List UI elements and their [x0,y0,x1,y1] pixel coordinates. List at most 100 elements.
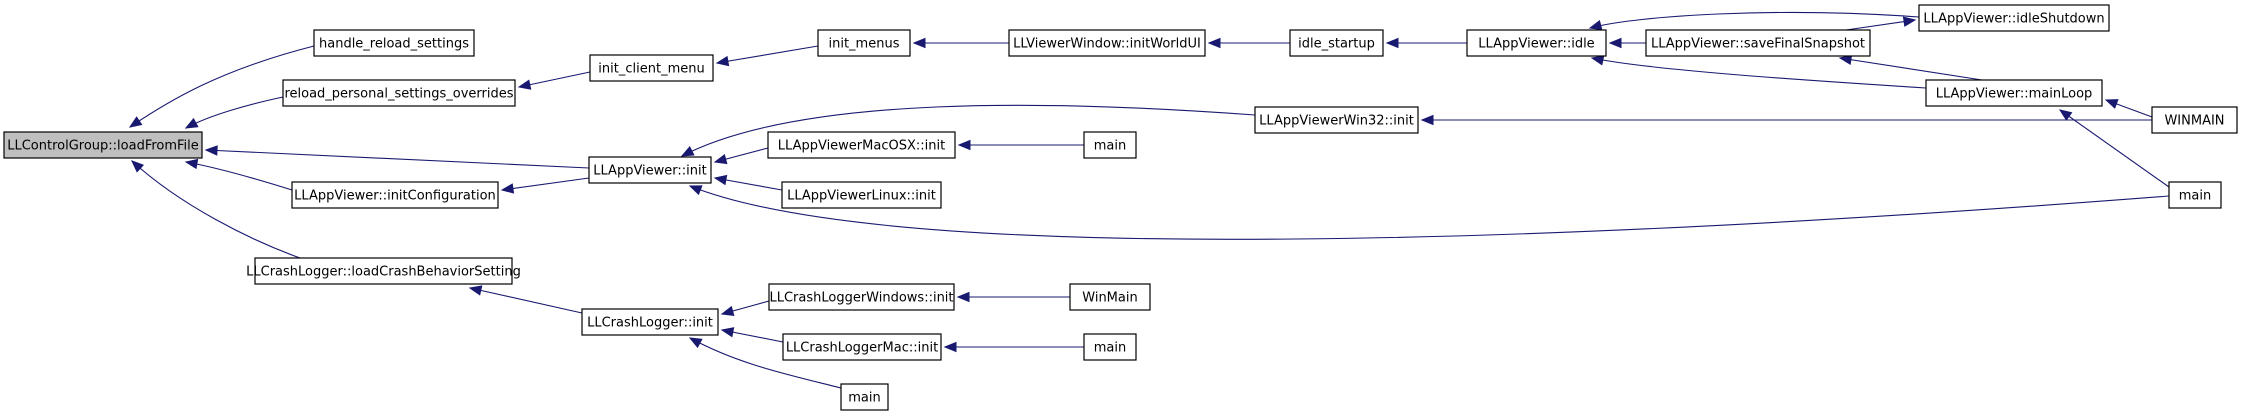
node-app-idle[interactable]: LLAppViewer::idle [1466,29,1607,57]
edge-win32_init-to-app_init [681,104,1256,157]
node-label: WinMain [1082,291,1137,306]
edge-main_right-to-app_init [689,185,2170,240]
node-box [588,156,712,184]
node-init-client-menu[interactable]: init_client_menu [589,54,714,82]
node-box [1918,4,2110,32]
edge-arrowhead-winmain_caps-to-win32_init [1420,114,1434,126]
node-init-menus[interactable]: init_menus [817,29,911,57]
node-box [1083,333,1137,361]
edge-arrowhead-saveFinalSnapshot-to-app_idle [1608,37,1622,49]
node-label: LLAppViewer::saveFinalSnapshot [1651,37,1865,52]
node-mainLoop[interactable]: LLAppViewer::mainLoop [1925,79,2103,107]
node-linux-init[interactable]: LLAppViewerLinux::init [781,181,942,209]
node-label: LLCrashLogger::init [587,316,713,331]
edge-arrowhead-app_init-to-initConfiguration [500,183,515,194]
edge-arrowhead-idleShutdown-to-app_idle [1588,20,1603,31]
node-label: handle_reload_settings [319,37,469,52]
node-reload-personal[interactable]: reload_personal_settings_overrides [282,79,516,107]
node-box [2151,106,2238,134]
edge-loadCrashBehavior-to-root [131,160,301,259]
node-main-right[interactable]: main [2168,181,2222,209]
edge-arrowhead-idle_startup-to-initWorldUI [1207,37,1221,49]
edge-crash_init-to-loadCrashBehavior [469,287,583,314]
node-label: LLAppViewer::mainLoop [1936,87,2093,102]
node-winmain-mixed[interactable]: WinMain [1069,283,1151,311]
node-box [1254,106,1419,134]
edge-arrowhead-app_idle-to-idle_startup [1385,37,1399,49]
node-box [3,131,203,159]
node-idle-startup[interactable]: idle_startup [1289,29,1384,57]
edge-arrowhead-handle_reload-to-root [128,116,143,128]
edge-arrowhead-linux_init-to-app_init [713,174,728,186]
edge-initConfiguration-to-root [185,161,293,191]
node-box [767,131,956,159]
node-loadCrashBehavior[interactable]: LLCrashLogger::loadCrashBehaviorSetting [246,257,521,285]
node-box [1645,29,1871,57]
edge-arrowhead-winmain_caps-to-mainLoop [2104,99,2119,109]
node-win32-init[interactable]: LLAppViewerWin32::init [1254,106,1419,134]
node-initConfiguration[interactable]: LLAppViewer::initConfiguration [291,181,499,209]
node-box [1289,29,1384,57]
node-box [1466,29,1607,57]
edge-arrowhead-main_crash-to-crash_init [688,337,703,349]
node-box [1925,79,2103,107]
edge-arrowhead-initConfiguration-to-root [184,158,199,170]
edge-idleShutdown-to-app_idle [1589,11,1920,29]
edge-handle_reload-to-root [129,45,315,128]
edge-main_right-to-mainLoop [2059,109,2170,188]
node-main-crashmac[interactable]: main [1083,333,1137,361]
node-label: main [848,391,880,406]
node-box [313,29,475,57]
node-idleShutdown[interactable]: LLAppViewer::idleShutdown [1918,4,2110,32]
edge-init_client_menu-to-reload_personal [518,71,591,88]
edge-init_menus-to-init_client_menu [716,45,819,64]
edge-arrowhead-reload_personal-to-root [184,117,199,129]
edge-main_crash-to-crash_init [689,337,842,389]
edge-arrowhead-main_right-to-mainLoop [2058,109,2073,121]
node-label: LLAppViewer::idleShutdown [1923,12,2104,27]
edge-arrowhead-loadCrashBehavior-to-root [131,160,145,173]
node-label: LLAppViewer::initConfiguration [294,189,496,204]
node-app-init[interactable]: LLAppViewer::init [588,156,712,184]
node-winmain-caps[interactable]: WINMAIN [2151,106,2238,134]
node-main-mac[interactable]: main [1083,131,1137,159]
node-saveFinalSnapshot[interactable]: LLAppViewer::saveFinalSnapshot [1645,29,1871,57]
edge-arrowhead-init_client_menu-to-reload_personal [517,79,532,90]
node-root[interactable]: LLControlGroup::loadFromFile [3,131,203,159]
node-label: LLAppViewerLinux::init [787,189,936,204]
node-label: WINMAIN [2164,114,2224,129]
node-label: LLViewerWindow::initWorldUI [1013,37,1201,52]
edge-reload_personal-to-root [185,96,284,129]
edge-arrowhead-mainLoop-to-app_idle [1590,55,1605,66]
edge-app_init-to-root [205,149,590,169]
node-crash-mac[interactable]: LLCrashLoggerMac::init [782,333,942,361]
edge-arrowhead-win32_init-to-app_init [680,146,695,157]
node-label: main [2179,189,2211,204]
edge-arrowhead-initWorldUI-to-init_menus [912,37,926,49]
node-initWorldUI[interactable]: LLViewerWindow::initWorldUI [1008,29,1206,57]
node-main-crash[interactable]: main [840,383,889,411]
node-label: LLAppViewerWin32::init [1259,114,1414,129]
node-box [840,383,889,411]
edge-arrowhead-crash_windows-to-crash_init [720,305,735,316]
node-label: LLCrashLoggerMac::init [786,341,938,356]
node-macosx-init[interactable]: LLAppViewerMacOSX::init [767,131,956,159]
node-box [1083,131,1137,159]
node-label: LLAppViewer::init [593,164,706,179]
node-box [282,79,516,107]
edge-arrowhead-init_menus-to-init_client_menu [715,55,730,67]
node-layer: LLControlGroup::loadFromFile handle_reloa… [3,4,2238,411]
node-crash-init[interactable]: LLCrashLogger::init [581,308,719,336]
node-box [254,257,513,285]
node-label: LLCrashLoggerWindows::init [769,291,953,306]
edge-app_init-to-initConfiguration [501,177,590,191]
node-label: init_menus [829,37,900,52]
edge-mainLoop-to-app_idle [1591,57,1927,89]
edge-arrowhead-winmain_mixed-to-crash_windows [956,291,970,303]
node-box [2168,181,2222,209]
node-handle-reload[interactable]: handle_reload_settings [313,29,475,57]
edge-arrowhead-macosx_init-to-app_init [713,153,728,165]
edge-saveFinalSnapshot-to-idleShutdown [1845,19,1916,31]
node-crash-windows[interactable]: LLCrashLoggerWindows::init [768,283,955,311]
